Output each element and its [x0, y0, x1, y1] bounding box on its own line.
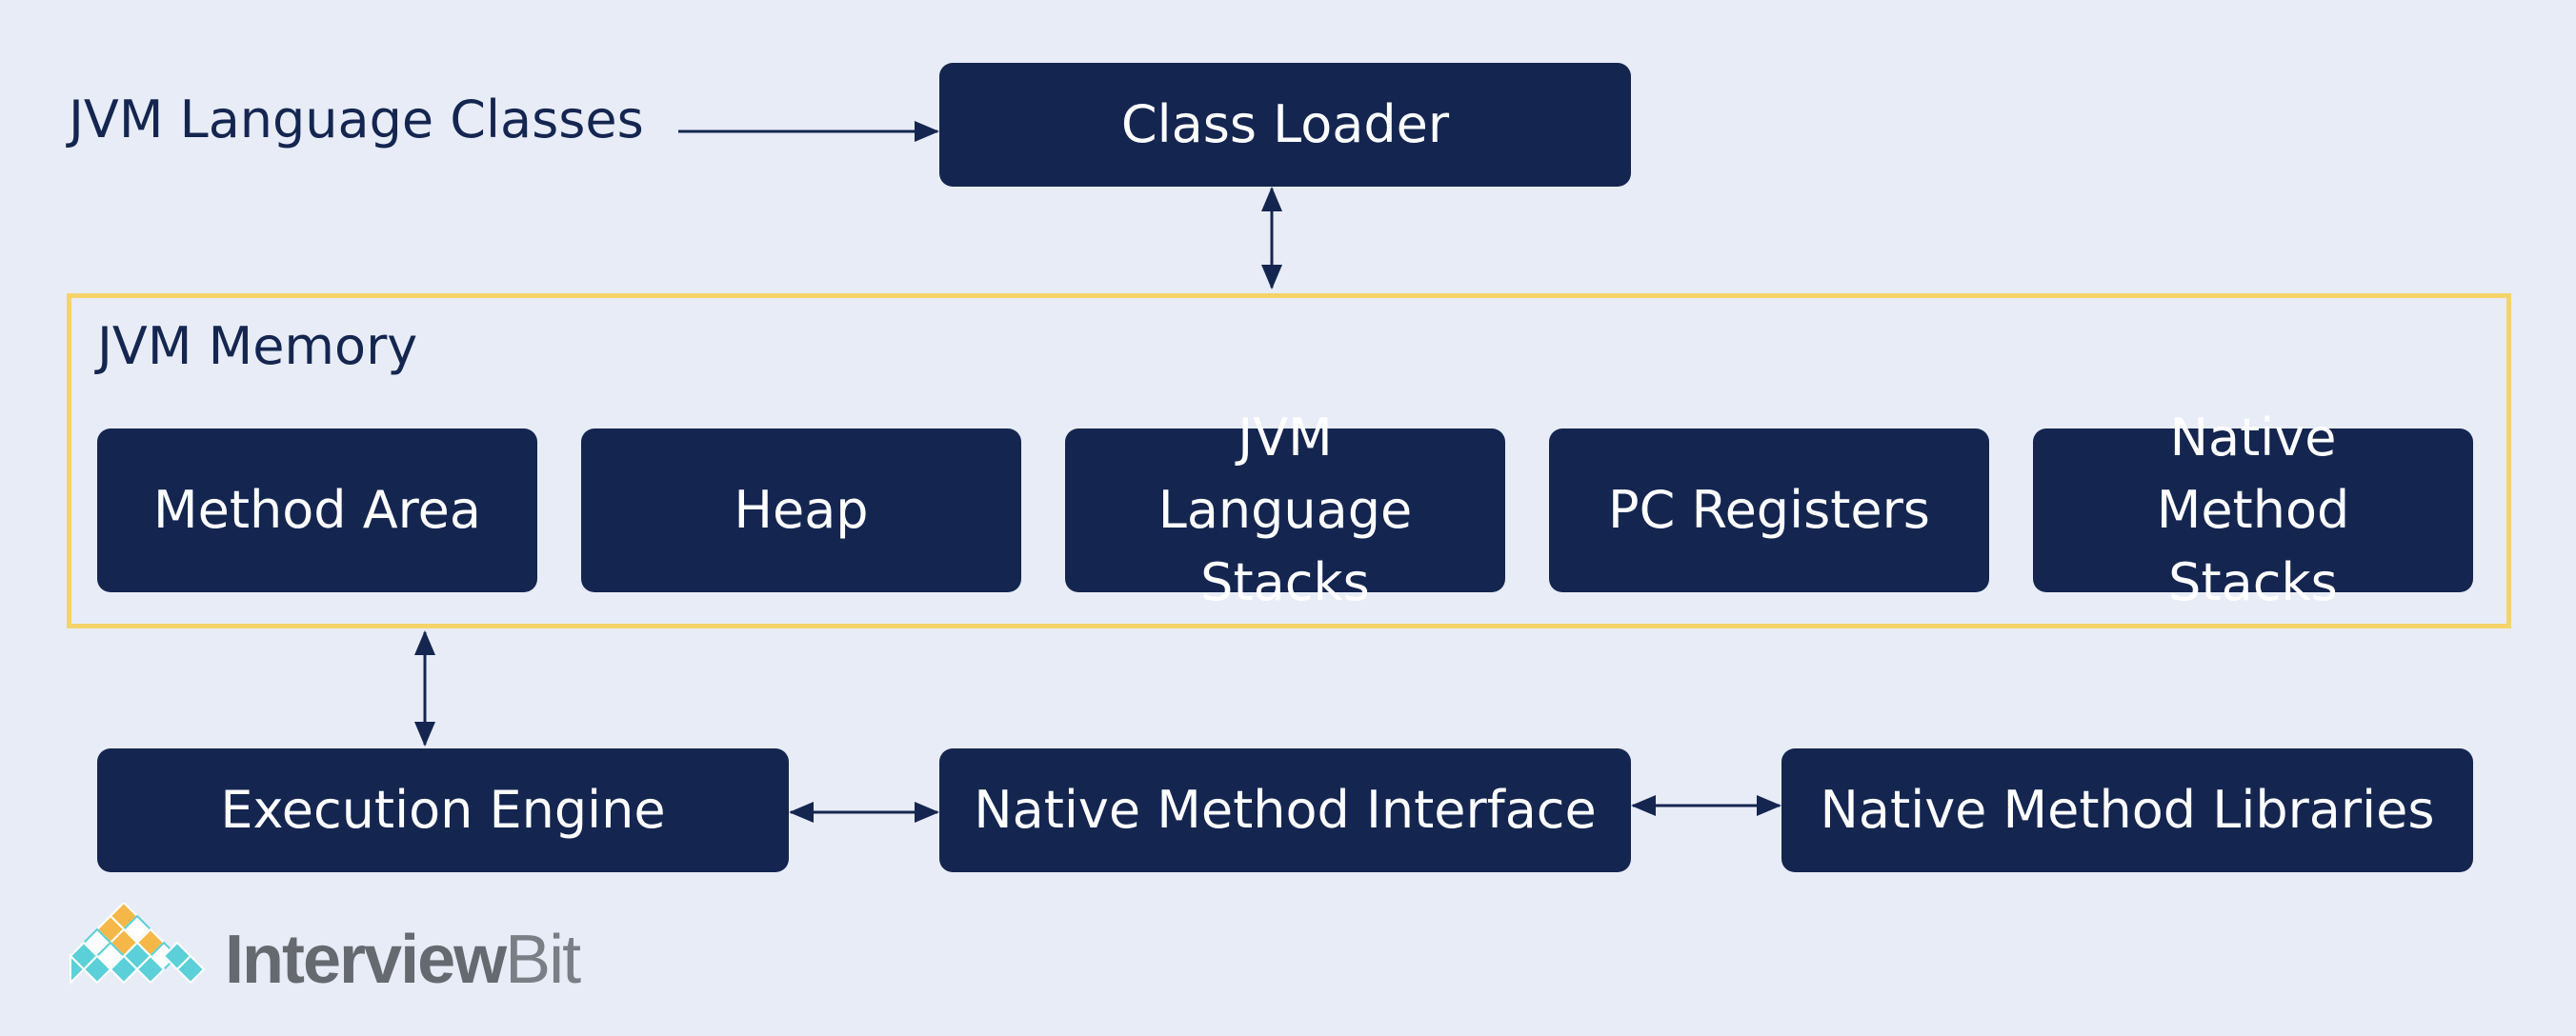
- memory-area-native-method-stacks: Native Method Stacks: [2033, 408, 2473, 612]
- class-loader-box: Class Loader: [939, 63, 1631, 187]
- jvm-memory-container: [67, 293, 2511, 628]
- brand-name-part2: Bit: [505, 922, 581, 998]
- native-method-libraries-label: Native Method Libraries: [1820, 780, 2435, 840]
- brand-name-part1: Interview: [225, 922, 507, 998]
- jvm-language-classes-label: JVM Language Classes: [69, 90, 644, 149]
- memory-area-label: PC Registers: [1608, 480, 1930, 540]
- memory-area-label: Heap: [734, 480, 869, 540]
- memory-area-label: JVM Language Stacks: [1157, 408, 1413, 612]
- memory-area-heap: Heap: [581, 428, 1021, 592]
- memory-area-label: Method Area: [153, 480, 481, 540]
- memory-area-pc-registers: PC Registers: [1549, 428, 1989, 592]
- memory-area-label: Native Method Stacks: [2156, 408, 2350, 612]
- memory-area-jvm-language-stacks: JVM Language Stacks: [1065, 408, 1505, 612]
- native-method-interface-box: Native Method Interface: [939, 748, 1631, 872]
- execution-engine-box: Execution Engine: [97, 748, 789, 872]
- execution-engine-label: Execution Engine: [220, 780, 666, 840]
- memory-area-method-area: Method Area: [97, 428, 537, 592]
- jvm-memory-title: JVM Memory: [97, 316, 418, 376]
- native-method-interface-label: Native Method Interface: [974, 780, 1597, 840]
- native-method-libraries-box: Native Method Libraries: [1781, 748, 2473, 872]
- interviewbit-logo-icon: [69, 903, 206, 986]
- interviewbit-wordmark: InterviewBit: [225, 922, 581, 998]
- class-loader-label: Class Loader: [1120, 94, 1450, 154]
